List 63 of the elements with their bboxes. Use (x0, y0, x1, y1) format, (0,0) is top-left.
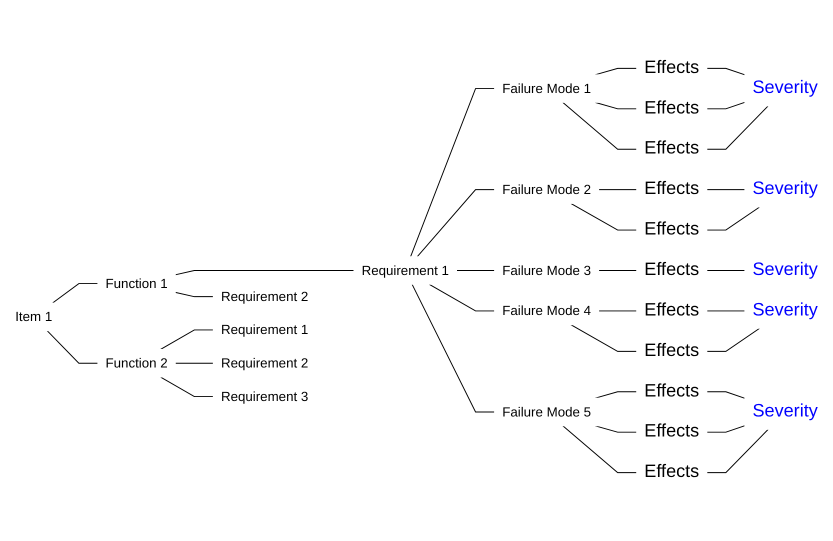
connector (706, 425, 746, 433)
node-text: Effects (644, 340, 700, 361)
connector (416, 189, 496, 258)
node-text: Requirement 1 (220, 322, 308, 338)
connector (46, 330, 98, 364)
node-text: Effects (644, 178, 700, 199)
node-text: Effects (644, 300, 700, 320)
connector (174, 270, 354, 276)
connector (160, 376, 214, 398)
connector (598, 270, 638, 271)
connector (594, 391, 638, 399)
node-text: Severity (752, 300, 818, 320)
connector (706, 428, 769, 474)
node-text: Severity (752, 178, 818, 199)
connector (706, 206, 760, 231)
connector (594, 68, 638, 76)
connector (174, 362, 214, 364)
node-text: Function 1 (106, 275, 168, 291)
node-text: Severity (752, 260, 818, 280)
node-text: Requirement 1 (362, 262, 449, 278)
connector (598, 189, 638, 190)
node-text: Effects (644, 138, 700, 158)
connector (160, 329, 214, 350)
node-text: Effects (644, 219, 700, 240)
connector (412, 284, 496, 412)
connector (562, 425, 638, 474)
node-text: Item 1 (15, 308, 52, 324)
connector (174, 292, 214, 298)
connector (570, 324, 638, 352)
node-text: Failure Mode 5 (502, 404, 592, 420)
connector (456, 270, 496, 271)
node-text: Failure Mode 4 (502, 302, 592, 318)
node-text: Requirement 3 (220, 388, 308, 404)
connector (706, 189, 746, 190)
connector (428, 284, 496, 312)
connector (706, 102, 746, 110)
node-text: Effects (644, 58, 700, 78)
node-text: Failure Mode 1 (502, 80, 592, 96)
connector (598, 310, 638, 312)
node-text: Effects (644, 462, 700, 482)
connector (706, 68, 746, 76)
connector (706, 310, 746, 312)
connector (706, 391, 746, 399)
connector (562, 102, 638, 150)
node-text: Effects (644, 381, 700, 402)
connector (594, 425, 638, 433)
connector (706, 105, 769, 150)
connector (52, 283, 98, 304)
connector (410, 88, 496, 258)
node-text: Severity (752, 401, 818, 422)
node-text: Requirement 2 (220, 288, 308, 304)
node-text: Requirement 2 (220, 355, 308, 370)
connector (570, 202, 638, 231)
node-text: Function 2 (106, 355, 168, 370)
node-text: Effects (644, 422, 700, 442)
node-text: Failure Mode 3 (502, 262, 592, 278)
connector (706, 270, 746, 271)
node-text: Failure Mode 2 (502, 182, 592, 197)
node-text: Severity (752, 78, 818, 98)
connector (594, 102, 638, 110)
node-text: Effects (644, 98, 700, 118)
connector (706, 328, 760, 352)
node-text: Effects (644, 260, 700, 280)
